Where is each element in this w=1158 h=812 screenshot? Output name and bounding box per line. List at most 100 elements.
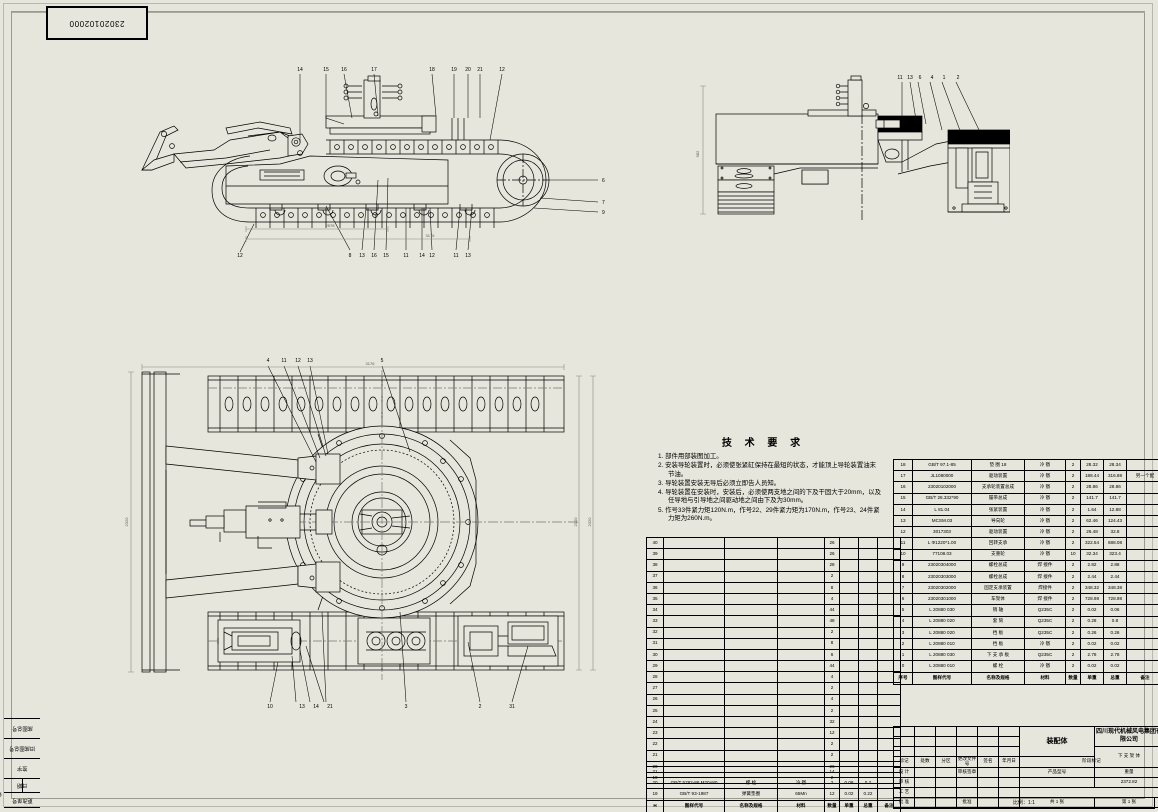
title-block-row: 装配体四川现代机械风电集团有限公司 xyxy=(893,726,1158,757)
bom-cell: 28 xyxy=(824,559,840,572)
title-block-cell xyxy=(893,736,915,747)
bom-cell: 2 xyxy=(824,682,840,695)
balloon-top-top-4: 5 xyxy=(381,358,384,364)
bom-cell xyxy=(724,626,778,639)
bom-cell xyxy=(877,682,901,695)
bom-cell xyxy=(858,637,878,650)
bom-cell-material: Q235C xyxy=(1024,649,1066,662)
balloon-side-bot-9: 13 xyxy=(465,253,471,259)
bom-cell-total_w: 0.02 xyxy=(1103,660,1127,673)
sheet-border-inner xyxy=(11,11,1145,799)
bom-cell: 40 xyxy=(646,536,664,550)
bom-cell xyxy=(724,671,778,684)
left-strip-label-4: 更改单号 xyxy=(11,796,33,803)
bom-cell-no: 12 xyxy=(893,526,913,539)
bom-cell: 26 xyxy=(824,548,840,561)
bom-cell xyxy=(777,559,825,572)
bom-cell xyxy=(777,581,825,594)
bom-cell: 28 xyxy=(646,671,664,684)
bom-cell-total_w: 316.88 xyxy=(1103,470,1127,483)
balloon-side-bot-1: 8 xyxy=(349,253,352,259)
left-strip-label-2: 签字 xyxy=(16,765,28,771)
bom-cell-no: 21 xyxy=(646,765,664,779)
sheet-border-outer xyxy=(3,3,1153,807)
bom-cell-total_w: 688.08 xyxy=(1103,537,1127,550)
title-block-cell xyxy=(998,736,1020,747)
bom-cell: 30 xyxy=(646,648,664,662)
bom-cell-material: Q235C xyxy=(1024,626,1066,640)
bom-cell-material: 焊接件 xyxy=(1024,582,1066,595)
bom-cell-no: 19 xyxy=(646,788,664,801)
bom-cell-name: 弹簧垫圈 xyxy=(724,788,778,801)
bom-cell xyxy=(777,536,825,550)
bom-cell xyxy=(858,715,878,729)
bom-cell xyxy=(663,715,725,729)
title-block-cell xyxy=(998,726,1020,737)
bom-cell xyxy=(663,592,725,606)
bom-cell-qty: 2 xyxy=(1065,514,1081,528)
bom-cell xyxy=(858,693,878,706)
title-block-row: 标记处数分区更改文件号签名年月日阶段标记 xyxy=(893,756,1158,768)
bom-cell-qty: 2 xyxy=(1065,559,1081,572)
bom-cell: 2 xyxy=(824,570,840,583)
bom-cell xyxy=(777,648,825,662)
bom-cell-remark xyxy=(1126,537,1158,550)
balloon-side-top-6: 20 xyxy=(465,67,471,73)
bom-cell xyxy=(663,682,725,695)
bom-cell-code: JL1080000 xyxy=(912,470,972,483)
title-block-cell xyxy=(1019,777,1095,789)
title-block-cell xyxy=(998,777,1020,789)
bom-cell-no: 16 xyxy=(893,481,913,494)
title-block-cell: 签名 xyxy=(977,756,999,768)
bom-cell-code: 图样代号 xyxy=(912,671,972,685)
bom-cell-unit_w: 0.26 xyxy=(1080,626,1104,640)
bom-cell xyxy=(839,704,859,718)
balloon-side-top-2: 16 xyxy=(341,67,347,73)
bom-cell-code: 23020302000 xyxy=(912,582,972,595)
bom-cell-material: Q235C xyxy=(1024,604,1066,617)
dim-top-width: 3176 xyxy=(366,361,376,366)
bom-cell-total_w: 总重 xyxy=(858,799,878,812)
bom-cell xyxy=(777,693,825,706)
bom-cell-unit_w: 141.7 xyxy=(1080,492,1104,505)
tech-req-item-3: 4. 导轮装置在安装时，安装后，必须使两支地之间的下及干固大于20mm，以及任导… xyxy=(658,488,881,505)
title-block-cell xyxy=(956,777,978,789)
bom-cell-unit_w: 0.02 xyxy=(1080,637,1104,651)
bom-cell-no: 13 xyxy=(893,514,913,528)
balloon-top-top-1: 11 xyxy=(281,358,286,364)
bom-cell-material: 材料 xyxy=(1024,671,1066,685)
bom-cell-name: 驱动装置 xyxy=(971,526,1025,539)
bom-cell xyxy=(663,749,725,762)
bom-cell xyxy=(777,570,825,583)
bom-cell-total_w: 28.34 xyxy=(1103,458,1127,472)
bom-cell-name: 垫 圈 18 xyxy=(971,458,1025,472)
bom-cell-name: 导向轮 xyxy=(971,514,1025,528)
balloon-top-top-3: 13 xyxy=(307,358,313,364)
bom-cell xyxy=(663,660,725,673)
bom-cell-qty: 2 xyxy=(1065,526,1081,539)
bom-cell-remark xyxy=(1126,503,1158,516)
dim-side-overall: 3176 xyxy=(426,233,436,238)
bom-cell xyxy=(724,581,778,594)
bom-cell xyxy=(858,548,878,561)
bom-cell-no: 1 xyxy=(893,649,913,662)
bom-cell-material xyxy=(777,765,825,779)
title-block-cell xyxy=(935,726,957,737)
bom-cell-remark xyxy=(1126,626,1158,640)
bom-cell xyxy=(839,671,859,684)
bom-cell: 29 xyxy=(646,660,664,673)
title-block-cell xyxy=(893,726,915,737)
bom-cell-unit_w: 322.54 xyxy=(1080,537,1104,550)
title-block-row: 设 计审核签章产品型号重量比例23020102000 xyxy=(893,766,1158,779)
bom-cell-remark xyxy=(1126,582,1158,595)
balloon-top-bot-1: 13 xyxy=(299,704,305,710)
bom-cell xyxy=(839,660,859,673)
left-strip-row-4: 更改单号 xyxy=(4,792,40,808)
